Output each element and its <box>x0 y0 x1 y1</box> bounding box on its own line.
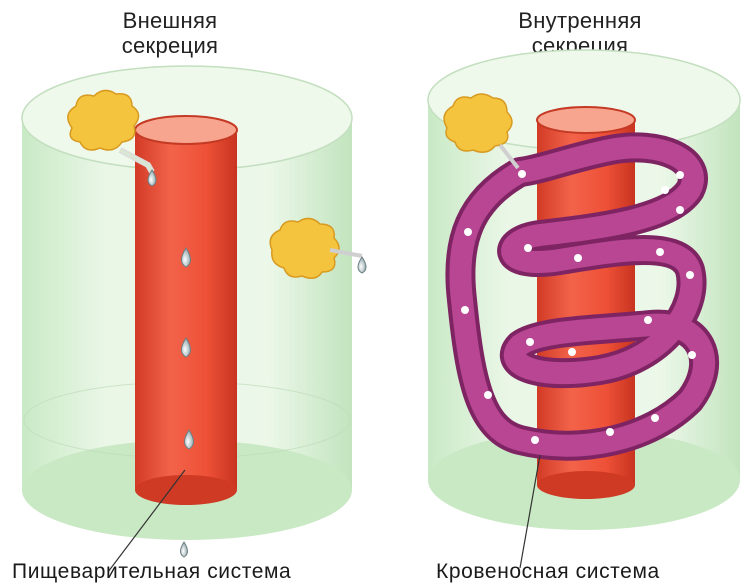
digestive-system-label: Пищеварительная система <box>12 560 291 584</box>
circulatory-system-label: Кровеносная система <box>436 560 660 584</box>
secretion-drop-icon <box>358 257 366 273</box>
secretion-drop-icon <box>181 542 188 557</box>
